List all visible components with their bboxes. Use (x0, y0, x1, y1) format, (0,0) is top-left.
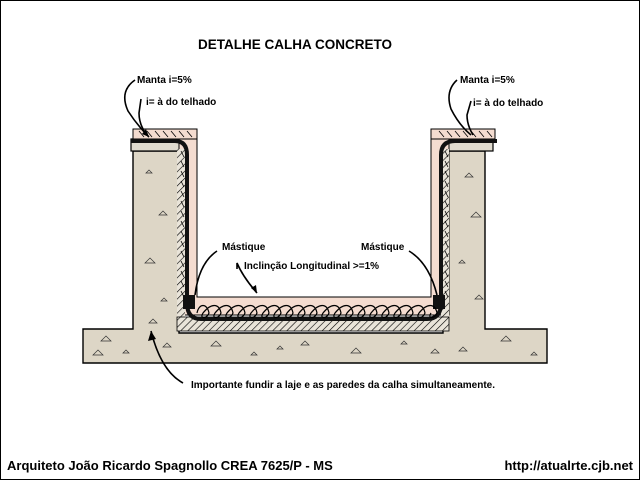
right-top-protection (430, 128, 496, 140)
inner-protective-layer (178, 128, 450, 316)
concrete-aggregate-texture (92, 169, 538, 356)
mastique-left-block (183, 295, 195, 309)
right-wall-screed (441, 149, 449, 317)
right-manta-label: Manta i=5% (460, 75, 515, 86)
casting-note: Importante fundir a laje e as paredes da… (191, 380, 495, 391)
left-slope-label: i= à do telhado (146, 97, 216, 108)
mastique-right-label: Mástique (361, 242, 405, 253)
website-url[interactable]: http://atualrte.cjb.net (504, 458, 633, 473)
inclination-label: Inclinção Longitudinal >=1% (244, 261, 379, 272)
leader-arrowheads (142, 129, 257, 341)
reinforcement-marks (138, 130, 493, 298)
right-slope-label: i= à do telhado (473, 98, 543, 109)
diagram-title: DETALHE CALHA CONCRETO (198, 37, 392, 52)
corrugated-protection (196, 304, 438, 319)
left-manta-label: Manta i=5% (137, 75, 192, 86)
author-credit: Arquiteto João Ricardo Spagnollo CREA 76… (7, 458, 333, 473)
left-wall-screed (177, 149, 185, 317)
waterproof-membrane (131, 139, 497, 321)
mastique-right-block (433, 295, 445, 309)
mastique-left-label: Mástique (222, 242, 266, 253)
